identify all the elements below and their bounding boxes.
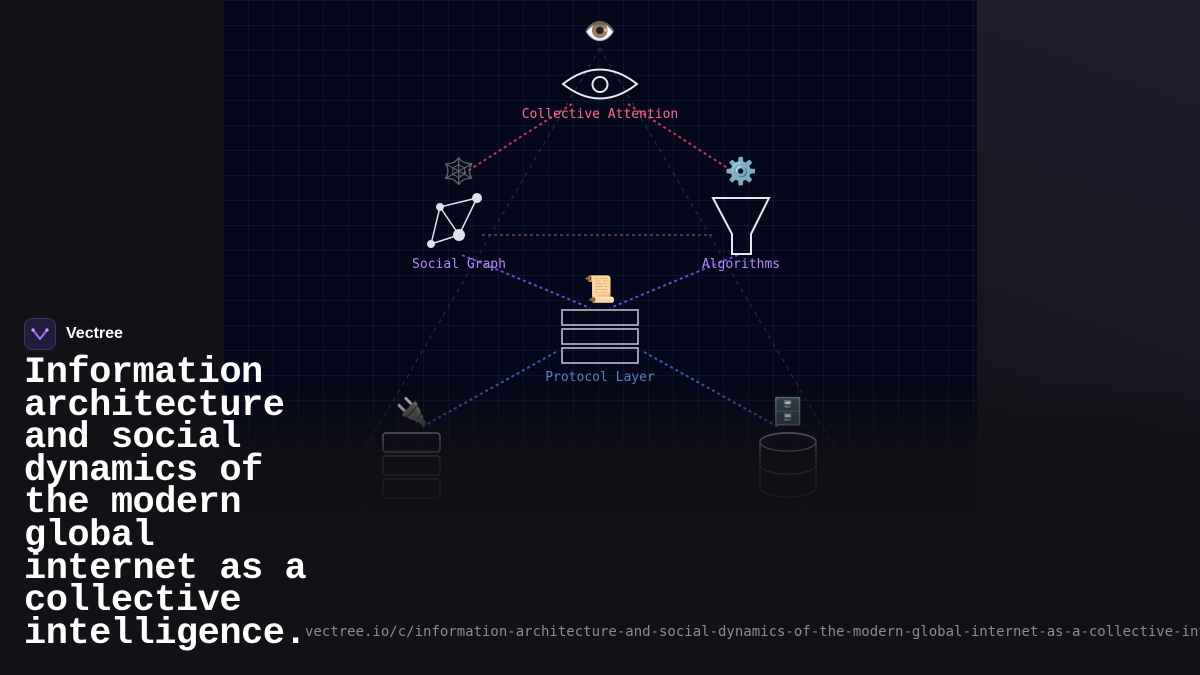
- scroll-emoji-icon: 📜: [584, 275, 616, 305]
- label-archival-memory: Archival Memory: [729, 508, 847, 523]
- funnel-icon: [711, 197, 771, 255]
- node-protocol-layer: 📜 Protocol Layer: [545, 275, 655, 385]
- network-graph-icon: [427, 193, 482, 248]
- label-protocol-layer: Protocol Layer: [545, 370, 655, 385]
- label-physical-layer: Physical Layer: [357, 508, 467, 523]
- node-archival-memory: 🗄️ Archival Memory: [729, 396, 847, 523]
- file-cabinet-emoji-icon: 🗄️: [772, 396, 804, 427]
- brand: Vectree: [24, 317, 123, 351]
- plug-emoji-icon: 🔌: [396, 396, 428, 427]
- spider-web-emoji-icon: 🕸️: [443, 156, 475, 187]
- label-collective-attention: Collective Attention: [522, 107, 679, 122]
- edge-protocol-physical: [419, 351, 557, 429]
- edge-protocol-archive: [643, 351, 781, 429]
- server-stack-icon: [382, 432, 441, 499]
- vectree-logo-icon: [24, 318, 56, 350]
- edge-social-protocol: [461, 254, 591, 309]
- node-collective-attention: 👁️ Collective Attention: [522, 17, 679, 122]
- page-title: Information architecture and social dyna…: [24, 352, 307, 655]
- edge-attention-algorithms: [627, 103, 741, 177]
- stack-layers-icon: [561, 309, 639, 364]
- page-url[interactable]: vectree.io/c/information-architecture-an…: [305, 624, 1200, 640]
- edge-algorithms-protocol: [609, 254, 739, 309]
- brand-name: Vectree: [66, 325, 123, 342]
- pyramid-edge-left: [299, 47, 601, 561]
- pyramid-edge-right: [599, 47, 901, 561]
- label-social-graph: Social Graph: [412, 257, 506, 272]
- eye-icon: [561, 68, 639, 100]
- gear-emoji-icon: ⚙️: [725, 156, 757, 187]
- database-icon: [759, 432, 817, 498]
- node-social-graph: 🕸️ Social Graph: [412, 156, 506, 272]
- node-physical-layer: 🔌 Physical Layer: [357, 396, 467, 523]
- label-algorithms: Algorithms: [702, 257, 780, 272]
- eye-emoji-icon: 👁️: [584, 17, 616, 47]
- node-algorithms: ⚙️ Algorithms: [702, 156, 780, 272]
- edge-attention-social: [459, 103, 573, 177]
